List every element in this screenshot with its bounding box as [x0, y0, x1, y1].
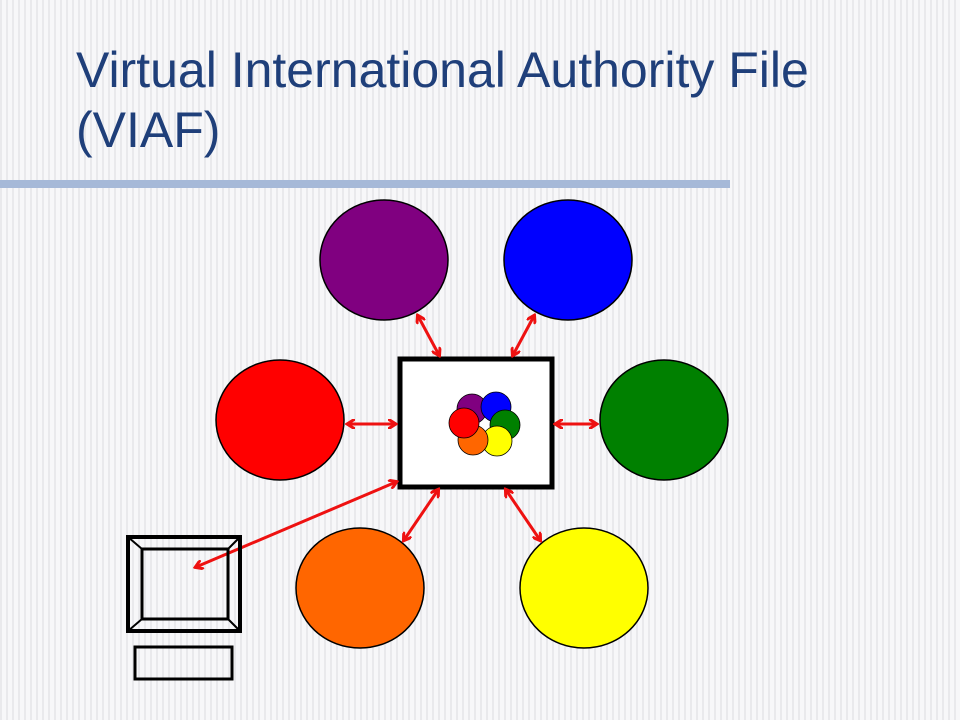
title-line-2: (VIAF)	[76, 102, 221, 158]
blue-circle	[503, 199, 633, 321]
purple-circle	[319, 199, 449, 321]
red-circle	[215, 359, 345, 481]
computer-icon	[126, 535, 242, 681]
orange-circle	[295, 527, 425, 649]
monitor-screen	[140, 547, 230, 621]
slide-title: Virtual International Authority File (VI…	[76, 40, 946, 160]
arrow-hub-orange	[404, 490, 438, 540]
arrow-hub-blue	[513, 316, 534, 355]
arrow-hub-yellow	[506, 490, 540, 540]
title-line-1: Virtual International Authority File	[76, 42, 809, 98]
mini-red-circle	[448, 407, 480, 439]
yellow-circle	[519, 527, 649, 649]
green-circle	[599, 359, 729, 481]
keyboard	[133, 645, 234, 681]
flower-cluster-icon	[448, 391, 521, 457]
arrow-hub-purple	[418, 316, 439, 355]
title-underline	[0, 180, 730, 188]
monitor-outer	[126, 535, 242, 633]
